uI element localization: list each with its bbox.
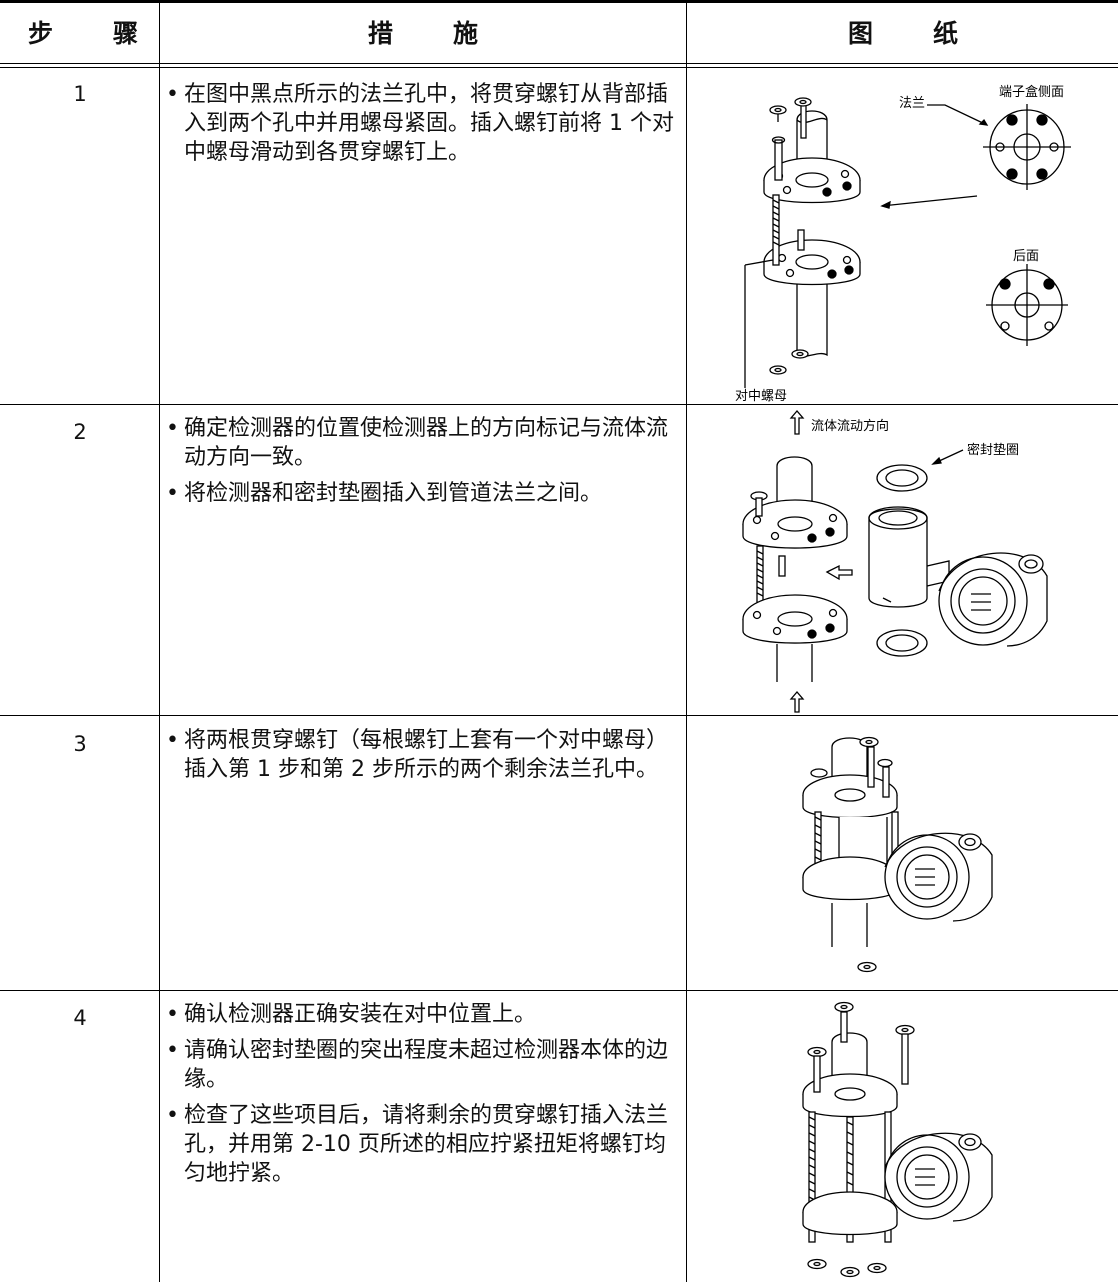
step-instructions: •将两根贯穿螺钉（每根螺钉上套有一个对中螺母）插入第 1 步和第 2 步所示的两… [160, 726, 686, 791]
header-measure-char: 施 [452, 19, 478, 48]
instruction-item: •将检测器和密封垫圈插入到管道法兰之间。 [166, 481, 603, 506]
header-step-char: 骤 [112, 19, 138, 48]
label-centering-nut: 对中螺母 [735, 389, 787, 404]
header-step: 步 骤 [28, 12, 138, 52]
label-flow-direction: 流体流动方向 [811, 418, 889, 434]
column-rule [159, 0, 160, 1282]
instruction-item: •检查了这些项目后，请将剩余的贯穿螺钉插入法兰孔，并用第 2-10 页所述的相应… [166, 1103, 669, 1186]
label-back: 后面 [1013, 249, 1039, 264]
lower-flange-illustration [763, 194, 861, 375]
label-terminal-side: 端子盒侧面 [999, 84, 1064, 100]
label-flange: 法兰 [899, 96, 925, 111]
header-measure-char: 措 [368, 19, 394, 48]
instruction-item: •请确认密封垫圈的突出程度未超过检测器本体的边缘。 [166, 1038, 669, 1092]
instruction-text: 在图中黑点所示的法兰孔中，将贯穿螺钉从背部插入到两个孔中并用螺母紧固。插入螺钉前… [184, 82, 674, 165]
upper-flange-illustration [763, 97, 861, 204]
column-rule [686, 0, 687, 1282]
table-top-rule [0, 0, 1118, 3]
instruction-item: •确认检测器正确安装在对中位置上。 [166, 1002, 537, 1027]
instruction-text: 确认检测器正确安装在对中位置上。 [184, 1002, 537, 1027]
step-number: 4 [73, 1006, 87, 1030]
header-drawing-char: 纸 [932, 19, 958, 48]
header-drawing: 图 纸 [848, 12, 958, 52]
row-divider [0, 990, 1118, 991]
step-instructions: •确定检测器的位置使检测器上的方向标记与流体流动方向一致。 •将检测器和密封垫圈… [160, 414, 686, 515]
back-view [986, 264, 1068, 346]
step-instructions: •确认检测器正确安装在对中位置上。 •请确认密封垫圈的突出程度未超过检测器本体的… [160, 1000, 686, 1195]
step-instructions: •在图中黑点所示的法兰孔中，将贯穿螺钉从背部插入到两个孔中并用螺母紧固。插入螺钉… [160, 80, 686, 174]
instruction-item: •在图中黑点所示的法兰孔中，将贯穿螺钉从背部插入到两个孔中并用螺母紧固。插入螺钉… [166, 82, 674, 165]
header-step-char: 步 [28, 19, 54, 48]
label-gasket: 密封垫圈 [967, 442, 1019, 458]
instruction-text: 确定检测器的位置使检测器上的方向标记与流体流动方向一致。 [184, 416, 669, 470]
instruction-text: 将检测器和密封垫圈插入到管道法兰之间。 [184, 481, 603, 506]
header-rule-2 [0, 67, 1118, 68]
instruction-item: •将两根贯穿螺钉（每根螺钉上套有一个对中螺母）插入第 1 步和第 2 步所示的两… [166, 728, 669, 782]
step-number: 3 [73, 732, 87, 756]
figure-step-2: 流体流动方向 密封垫圈 [687, 406, 1118, 715]
flow-arrow-icon [789, 410, 805, 435]
header-measure: 措 施 [368, 12, 478, 52]
figure-step-1: 对中螺母 法兰 端子盒侧面 [687, 70, 1118, 404]
header-drawing-char: 图 [848, 19, 874, 48]
step-number: 2 [73, 420, 87, 444]
header-rule [0, 63, 1118, 64]
detector-illustration [868, 506, 1048, 647]
instruction-item: •确定检测器的位置使检测器上的方向标记与流体流动方向一致。 [166, 416, 669, 470]
instruction-text: 检查了这些项目后，请将剩余的贯穿螺钉插入法兰孔，并用第 2-10 页所述的相应拧… [184, 1103, 669, 1186]
figure-step-3 [687, 717, 1118, 990]
instruction-text: 请确认密封垫圈的突出程度未超过检测器本体的边缘。 [184, 1038, 669, 1092]
gasket-icon [876, 464, 928, 492]
instruction-text: 将两根贯穿螺钉（每根螺钉上套有一个对中螺母）插入第 1 步和第 2 步所示的两个… [184, 728, 669, 782]
step-number: 1 [73, 82, 87, 106]
row-divider [0, 404, 1118, 405]
row-divider [0, 715, 1118, 716]
terminal-side-view [983, 104, 1071, 190]
figure-step-4 [687, 992, 1118, 1282]
